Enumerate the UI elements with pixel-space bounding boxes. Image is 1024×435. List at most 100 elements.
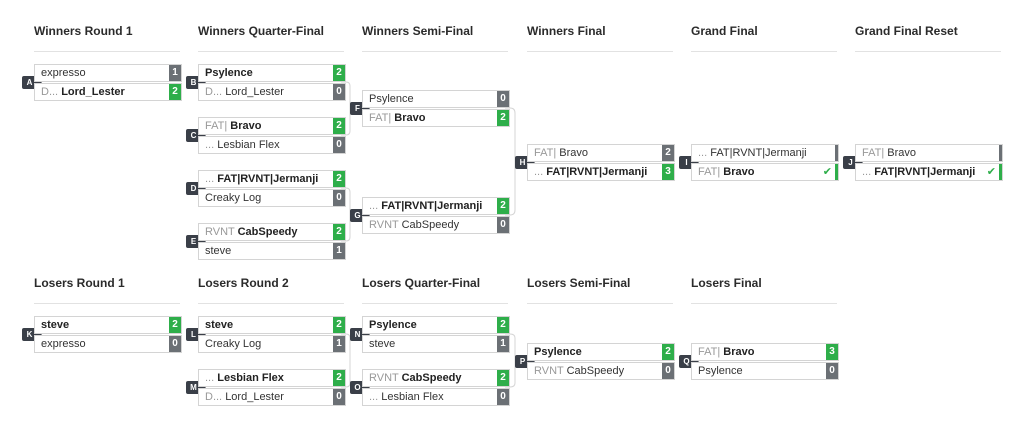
participant-slot[interactable]: FAT| Bravo✔ (691, 163, 839, 181)
participant-prefix: RVNT (369, 372, 399, 384)
participant-slot[interactable]: Psylence 2 (198, 64, 346, 82)
result-bar (999, 145, 1002, 161)
score-badge: 2 (333, 224, 345, 240)
participant-name: Psylence (205, 67, 253, 79)
participant-slot[interactable]: ... FAT|RVNT|Jermanji (691, 144, 839, 162)
participant-prefix: ... (205, 173, 215, 185)
participant-name: FAT|RVNT|Jermanji (874, 166, 976, 178)
participant-name: Bravo (723, 346, 755, 358)
header-losers-round-1: Losers Round 1 (34, 276, 180, 304)
match-tag: B (186, 76, 206, 89)
score-badge: 2 (333, 370, 345, 386)
score-badge: 2 (169, 317, 181, 333)
participant-name: steve (369, 338, 396, 350)
participant-name: steve (41, 319, 70, 331)
result-bar (835, 164, 838, 180)
score-badge: 1 (333, 336, 345, 352)
score-badge: 2 (333, 65, 345, 81)
participant-name: Creaky Log (205, 338, 262, 350)
participant-name: FAT|RVNT|Jermanji (546, 166, 648, 178)
score-badge: 1 (169, 65, 181, 81)
participant-prefix: FAT| (534, 147, 557, 159)
participant-name: Lord_Lester (225, 391, 284, 403)
participant-prefix: RVNT (534, 365, 564, 377)
header-losers-semi-final: Losers Semi-Final (527, 276, 673, 304)
participant-prefix: D... (205, 391, 223, 403)
participant-name: CabSpeedy (401, 219, 460, 231)
match-tag: G (350, 209, 370, 222)
score-badge: 0 (333, 389, 345, 405)
match-tag: O (350, 381, 370, 394)
participant-slot[interactable]: D... Lord_Lester 0 (198, 388, 346, 406)
header-losers-round-2: Losers Round 2 (198, 276, 344, 304)
score-badge: 3 (662, 164, 674, 180)
participant-name: Lord_Lester (61, 86, 125, 98)
participant-prefix: D... (41, 86, 59, 98)
score-badge: 0 (333, 137, 345, 153)
score-badge: 0 (497, 389, 509, 405)
participant-name: Bravo (887, 147, 917, 159)
score-badge: 2 (333, 118, 345, 134)
participant-prefix: FAT| (862, 147, 885, 159)
participant-prefix: RVNT (369, 219, 399, 231)
header-winners-round-1: Winners Round 1 (34, 24, 180, 52)
header-losers-quarter-final: Losers Quarter-Final (362, 276, 508, 304)
participant-prefix: ... (862, 166, 872, 178)
header-winners-semi-final: Winners Semi-Final (362, 24, 508, 52)
header-grand-final: Grand Final (691, 24, 837, 52)
check-icon: ✔ (986, 166, 996, 178)
participant-name: Bravo (723, 166, 755, 178)
participant-slot[interactable]: ... FAT|RVNT|Jermanji ✔ (855, 163, 1003, 181)
match-tag: Q (679, 355, 699, 368)
match-tag: H (515, 156, 535, 169)
participant-slot[interactable]: steve 2 (34, 316, 182, 334)
participant-name: CabSpeedy (237, 226, 298, 238)
participant-slot[interactable]: Creaky Log 1 (198, 335, 346, 353)
participant-prefix: FAT| (205, 120, 228, 132)
participant-slot[interactable]: FAT| Bravo (855, 144, 1003, 162)
